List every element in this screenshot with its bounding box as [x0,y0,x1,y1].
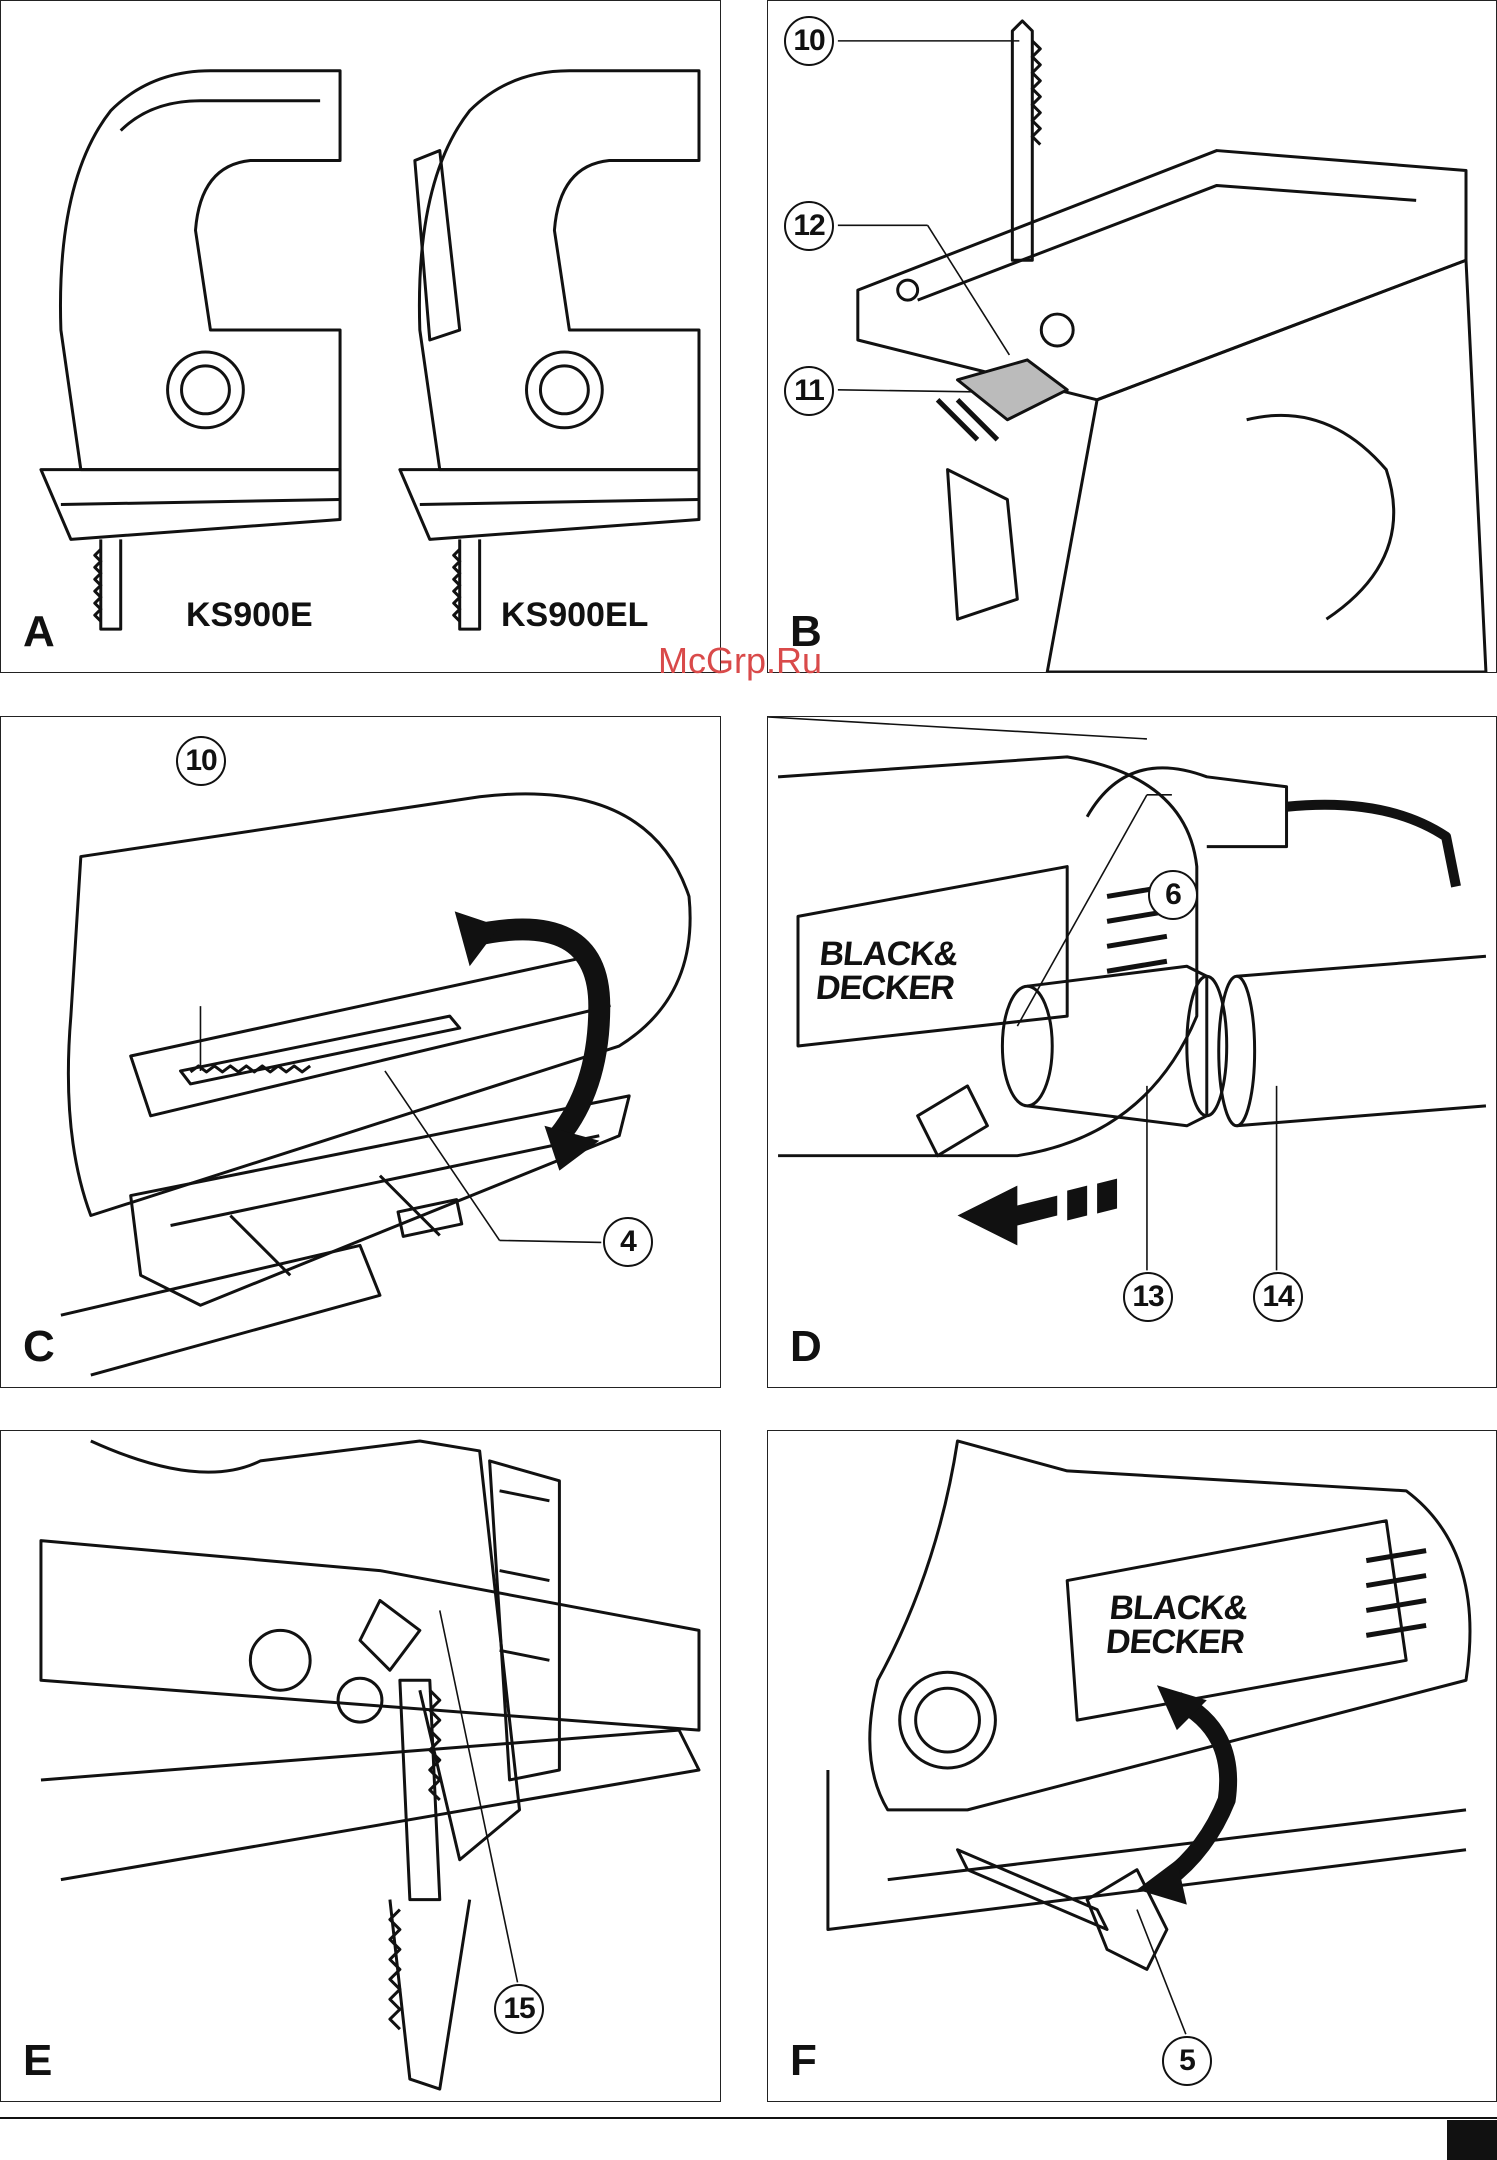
callout-10: 10 [176,736,226,786]
callout-4: 4 [603,1217,653,1267]
callout-13: 13 [1123,1272,1173,1322]
brand-logo: BLACK& DECKER [1104,1591,1249,1659]
jigsaw-illustration-a [1,1,720,672]
callout-12: 12 [784,201,834,251]
panel-letter-e: E [23,2039,51,2083]
roller-guide-illustration [1,1431,720,2101]
panel-e: 15 E [0,1430,721,2102]
panel-letter-a: A [23,610,54,654]
brand-logo: BLACK& DECKER [814,937,959,1005]
callout-10: 10 [784,16,834,66]
footer-divider [0,2117,1497,2119]
model-label-ks900e: KS900E [186,598,313,632]
brand-line-1: BLACK& [818,937,959,971]
panel-letter-c: C [23,1325,54,1369]
brand-line-2: DECKER [814,971,955,1005]
blade-clamp-illustration [768,1,1496,672]
callout-6: 6 [1148,870,1198,920]
panel-d: BLACK& DECKER 6 13 14 D [767,716,1497,1388]
panel-f: BLACK& DECKER 5 F [767,1430,1497,2102]
panel-letter-d: D [790,1325,821,1369]
brand-line-2: DECKER [1104,1625,1245,1659]
panel-b: 10 12 11 B [767,0,1497,673]
panel-a: KS900E KS900EL A [0,0,721,673]
watermark-text: McGrp.Ru [658,640,822,682]
callout-14: 14 [1253,1272,1303,1322]
panel-c: 10 4 C [0,716,721,1388]
orbital-lever-illustration [768,1431,1496,2101]
brand-line-1: BLACK& [1108,1591,1249,1625]
callout-15: 15 [494,1984,544,2034]
page-tab-marker [1447,2120,1497,2160]
model-label-ks900el: KS900EL [501,598,648,632]
callout-11: 11 [784,366,834,416]
blade-storage-illustration [1,717,720,1387]
callout-5: 5 [1162,2036,1212,2086]
panel-letter-f: F [790,2039,816,2083]
